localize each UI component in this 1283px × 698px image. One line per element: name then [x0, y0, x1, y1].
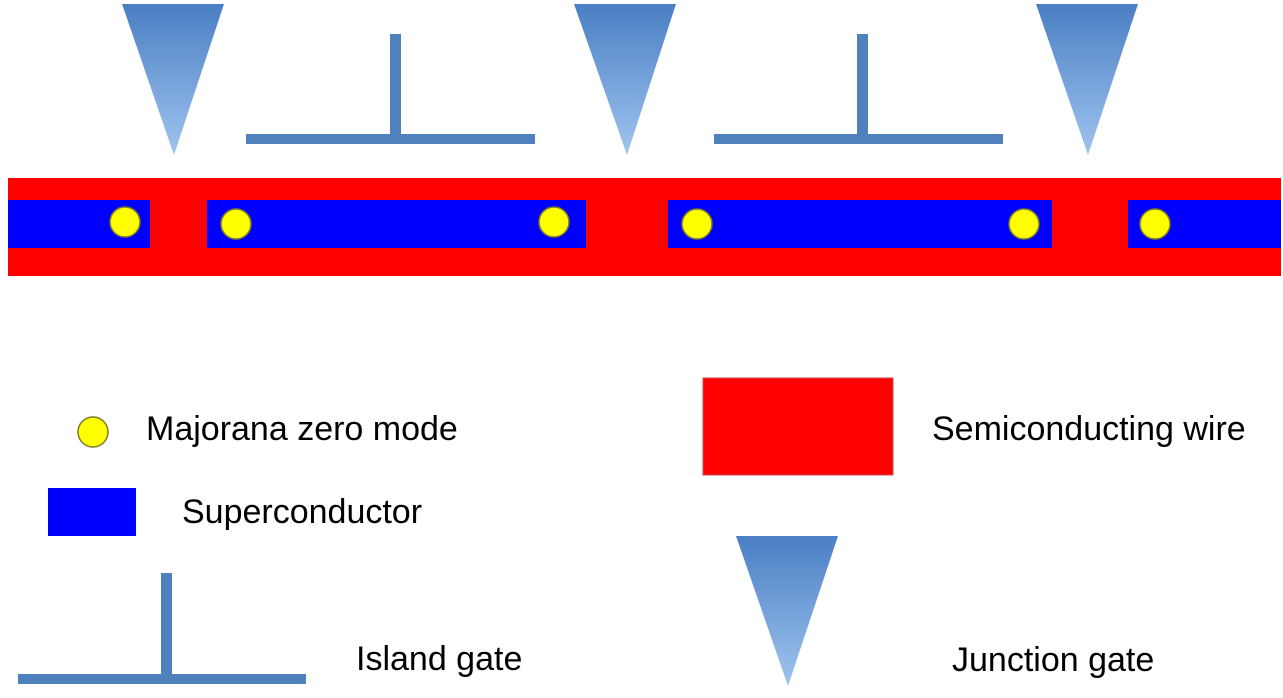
legend-majorana-label: Majorana zero mode — [146, 410, 458, 448]
majorana-zero-mode — [538, 206, 570, 238]
legend-junction-gate-label: Junction gate — [952, 641, 1154, 679]
legend-semiconducting-wire-icon — [702, 377, 894, 476]
junction-gate-icon — [122, 4, 224, 155]
semiconducting-wire — [8, 178, 1281, 276]
island-gate-icon — [246, 34, 535, 144]
legend-superconductor-icon — [48, 488, 136, 536]
majorana-zero-mode — [109, 206, 141, 238]
legend-island-gate-icon — [18, 573, 306, 684]
legend-junction-gate-icon — [736, 536, 838, 686]
legend-majorana-icon — [77, 416, 109, 448]
island-gate-icon — [714, 34, 1003, 144]
junction-gate-icon — [1036, 4, 1138, 155]
legend-semiconducting-wire-label: Semiconducting wire — [932, 410, 1246, 448]
superconductor-segment — [668, 200, 1052, 248]
majorana-zero-mode — [1008, 208, 1040, 240]
superconductor-segment — [207, 200, 586, 248]
legend-island-gate-label: Island gate — [356, 640, 522, 678]
majorana-zero-mode — [1139, 208, 1171, 240]
junction-gate-icon — [574, 4, 676, 155]
majorana-zero-mode — [681, 208, 713, 240]
majorana-zero-mode — [220, 208, 252, 240]
legend-superconductor-label: Superconductor — [182, 493, 422, 531]
